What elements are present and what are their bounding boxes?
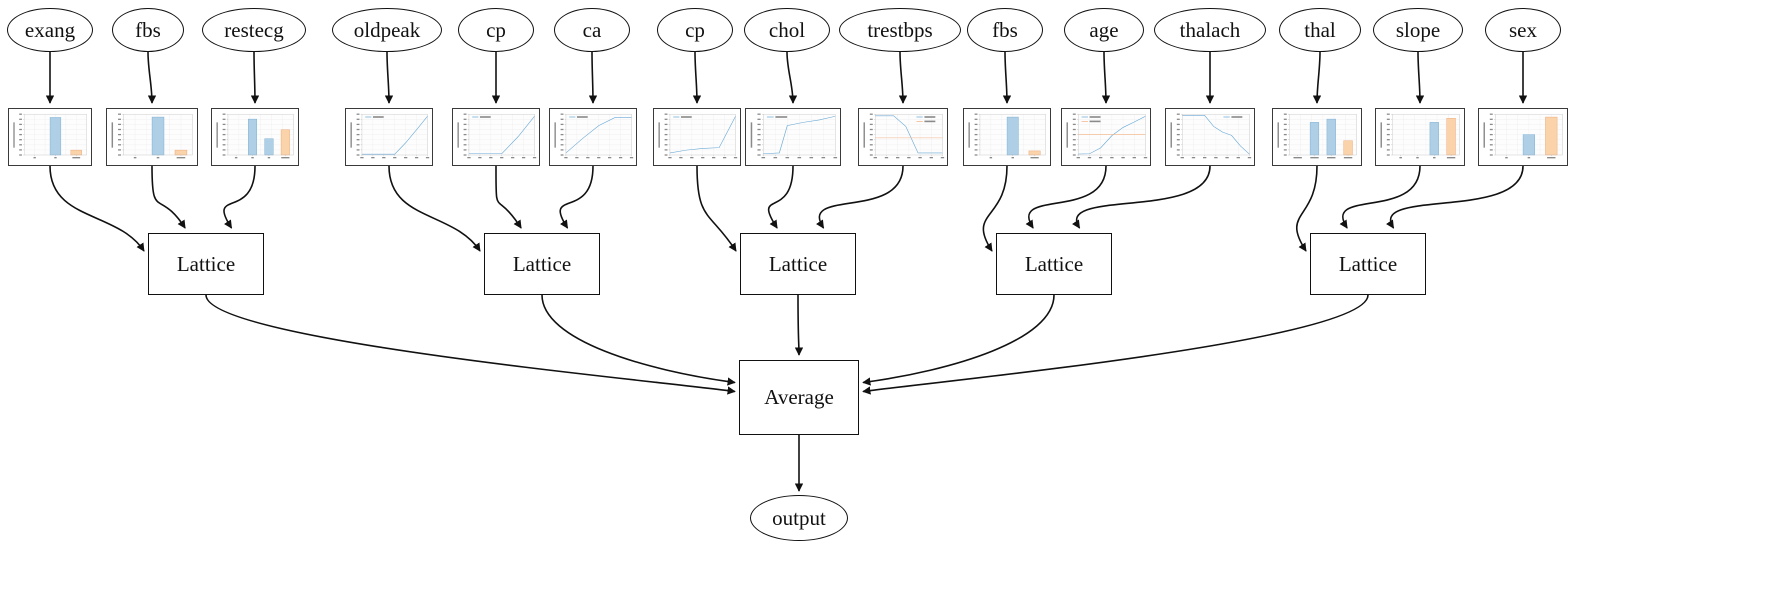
feature-node-oldpeak[interactable]: oldpeak [332, 8, 442, 52]
edge-calibrator-to-lattice-1 [388, 165, 481, 252]
feature-label: fbs [992, 17, 1018, 42]
edge-lattice0-to-average [205, 294, 736, 395]
calibrator-plot-sex[interactable] [1478, 108, 1568, 166]
edge-calibrator-to-lattice-0 [151, 165, 186, 229]
output-node[interactable]: output [750, 495, 848, 541]
edge-calibrator-to-lattice-3 [1025, 165, 1107, 229]
edge-cp-to-calibrator [692, 51, 702, 104]
lattice-label: Lattice [1024, 251, 1084, 276]
edge-thal-to-calibrator [1312, 51, 1322, 104]
edge-chol-to-calibrator [786, 51, 798, 104]
edge-fbs-to-calibrator [1002, 51, 1012, 104]
lattice-node-0[interactable]: Lattice [148, 233, 264, 295]
edge-lattice3-to-average [862, 294, 1055, 386]
edge-calibrator-to-lattice-1 [559, 165, 594, 229]
feature-node-cp[interactable]: cp [657, 8, 733, 52]
output-label: output [772, 505, 826, 530]
feature-label: cp [685, 17, 705, 42]
edge-age-to-calibrator [1101, 51, 1111, 104]
feature-label: oldpeak [353, 17, 421, 42]
calibrator-plot-fbs[interactable] [106, 108, 198, 166]
edge-calibrator-to-lattice-4 [1295, 165, 1318, 252]
edge-calibrator-to-lattice-1 [495, 165, 522, 229]
lattice-label: Lattice [1338, 251, 1398, 276]
calibrator-plot-cp[interactable] [452, 108, 540, 166]
feature-label: thalach [1179, 17, 1241, 42]
calibrator-plot-exang[interactable] [8, 108, 92, 166]
edge-ca-to-calibrator [588, 51, 598, 104]
feature-label: slope [1395, 17, 1441, 42]
feature-node-fbs[interactable]: fbs [967, 8, 1043, 52]
edge-calibrator-to-lattice-4 [1339, 165, 1421, 229]
lattice-node-4[interactable]: Lattice [1310, 233, 1426, 295]
lattice-node-1[interactable]: Lattice [484, 233, 600, 295]
edge-calibrator-to-lattice-3 [982, 165, 1008, 252]
edge-calibrator-to-lattice-3 [1071, 165, 1211, 229]
average-label: Average [764, 385, 834, 409]
edge-calibrator-to-lattice-0 [223, 165, 256, 229]
feature-node-chol[interactable]: chol [744, 8, 830, 52]
feature-node-thalach[interactable]: thalach [1154, 8, 1266, 52]
lattice-node-2[interactable]: Lattice [740, 233, 856, 295]
calibrator-plot-age[interactable] [1061, 108, 1151, 166]
feature-node-restecg[interactable]: restecg [202, 8, 306, 52]
calibrator-plot-thal[interactable] [1272, 108, 1362, 166]
calibrator-plot-trestbps[interactable] [858, 108, 948, 166]
feature-label: restecg [224, 17, 284, 42]
calibrator-plot-fbs[interactable] [963, 108, 1051, 166]
calibrator-plot-chol[interactable] [745, 108, 841, 166]
edge-lattice4-to-average [862, 294, 1369, 395]
edge-slope-to-calibrator [1415, 51, 1425, 104]
edge-calibrator-to-lattice-2 [767, 165, 794, 229]
calibrator-plot-slope[interactable] [1375, 108, 1465, 166]
average-node[interactable]: Average [739, 360, 859, 435]
feature-node-slope[interactable]: slope [1373, 8, 1463, 52]
lattice-node-3[interactable]: Lattice [996, 233, 1112, 295]
edge-lattice2-to-average [794, 294, 804, 356]
lattice-label: Lattice [768, 251, 828, 276]
lattice-label: Lattice [176, 251, 236, 276]
edge-restecg-to-calibrator [250, 51, 260, 104]
feature-label: sex [1509, 17, 1537, 42]
feature-node-age[interactable]: age [1064, 8, 1144, 52]
edge-calibrator-to-lattice-4 [1385, 165, 1524, 229]
feature-label: ca [582, 17, 602, 42]
feature-node-cp[interactable]: cp [458, 8, 534, 52]
calibrator-plot-oldpeak[interactable] [345, 108, 433, 166]
edge-fbs-to-calibrator [147, 51, 157, 104]
calibrator-plot-ca[interactable] [549, 108, 637, 166]
feature-label: cp [486, 17, 506, 42]
edge-calibrator-to-lattice-2 [696, 165, 737, 252]
feature-label: chol [768, 17, 806, 42]
edge-lattice1-to-average [541, 294, 736, 386]
calibrator-plot-cp[interactable] [653, 108, 741, 166]
feature-label: thal [1304, 17, 1336, 42]
feature-label: exang [24, 17, 76, 42]
edge-calibrator-to-lattice-2 [815, 165, 904, 229]
feature-node-thal[interactable]: thal [1279, 8, 1361, 52]
feature-label: trestbps [867, 17, 933, 42]
calibrator-plot-thalach[interactable] [1165, 108, 1255, 166]
lattice-label: Lattice [512, 251, 572, 276]
edge-trestbps-to-calibrator [898, 51, 908, 104]
feature-node-trestbps[interactable]: trestbps [839, 8, 961, 52]
feature-node-sex[interactable]: sex [1485, 8, 1561, 52]
edge-oldpeak-to-calibrator [384, 51, 394, 104]
calibrator-plot-restecg[interactable] [211, 108, 299, 166]
feature-node-fbs[interactable]: fbs [112, 8, 184, 52]
feature-node-exang[interactable]: exang [7, 8, 93, 52]
feature-label: age [1089, 17, 1119, 42]
feature-node-ca[interactable]: ca [554, 8, 630, 52]
feature-label: fbs [135, 17, 161, 42]
edge-calibrator-to-lattice-0 [49, 165, 145, 252]
